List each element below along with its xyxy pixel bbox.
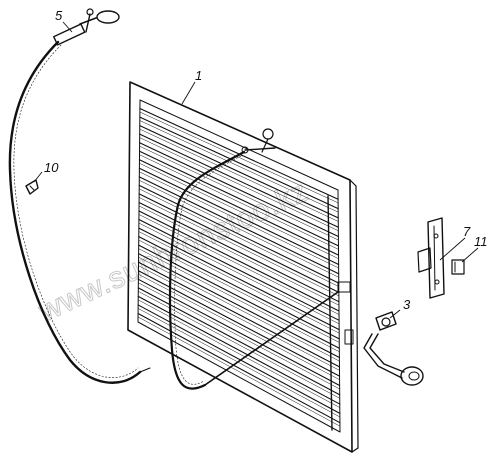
louver-slat-shadow xyxy=(139,120,339,213)
louver-slat-shadow xyxy=(138,197,340,297)
louver-slat xyxy=(137,304,341,414)
leader-3 xyxy=(389,309,401,319)
louver-slat xyxy=(139,116,339,210)
control-cable-with-handle xyxy=(8,8,339,390)
louver-slat-shadow xyxy=(139,180,339,278)
louver-slat xyxy=(138,253,340,359)
callout-11: 11 xyxy=(474,234,488,249)
shutter-right-edge xyxy=(355,185,359,449)
louver-slat xyxy=(138,184,340,284)
louver-slat xyxy=(138,210,340,312)
louver-slat xyxy=(138,244,340,349)
cable-sheath-left xyxy=(8,40,142,384)
louver-slat xyxy=(139,125,339,219)
louver-slat-shadow xyxy=(139,154,339,250)
cable-sheath-left-outline xyxy=(13,44,139,378)
shutter-lower-bracket xyxy=(344,329,354,345)
leader-10 xyxy=(33,171,43,183)
leader-1 xyxy=(181,81,196,105)
leader-7 xyxy=(439,237,466,261)
louver-slat xyxy=(137,287,341,396)
cable-bracket-plate xyxy=(417,217,445,299)
louver-shutter-assembly xyxy=(127,81,359,453)
louver-slat-shadow xyxy=(138,248,340,352)
cable-inner-wire xyxy=(139,367,151,373)
shutter-slats xyxy=(137,107,341,427)
louver-slat xyxy=(138,176,340,275)
louver-slat-shadow xyxy=(139,128,339,222)
shutter-side-bracket xyxy=(337,281,351,293)
louver-slat xyxy=(138,193,340,293)
louver-slat xyxy=(138,167,340,266)
louver-slat-shadow xyxy=(139,137,339,231)
louver-slat-shadow xyxy=(138,265,340,371)
callout-10: 10 xyxy=(44,160,59,175)
louver-slat-shadow xyxy=(138,282,340,390)
louver-slat xyxy=(137,278,341,387)
cable-clamp xyxy=(451,259,465,275)
louver-slat xyxy=(137,312,341,424)
louver-slat-shadow xyxy=(138,188,340,287)
louver-slat xyxy=(138,159,340,256)
cable-to-shutter-outline xyxy=(174,155,242,385)
callout-3: 3 xyxy=(403,297,411,312)
louver-slat-shadow xyxy=(139,171,339,269)
shutter-actuator-lever xyxy=(241,128,276,154)
louver-slat-shadow xyxy=(139,111,339,204)
louver-slat xyxy=(139,142,339,238)
louver-slat-shadow xyxy=(138,256,340,362)
leader-11 xyxy=(461,247,479,263)
callout-7: 7 xyxy=(463,224,471,239)
cable-to-shutter xyxy=(168,150,246,390)
cable-clip xyxy=(25,179,39,195)
cable-pull-handle xyxy=(53,8,120,46)
louver-slat-shadow xyxy=(137,299,341,408)
louver-slat-shadow xyxy=(138,205,340,306)
louver-slat-shadow xyxy=(137,308,341,418)
louver-slat xyxy=(138,150,340,247)
shutter-right-depth xyxy=(349,179,357,187)
louver-slat xyxy=(137,270,341,377)
louver-slat xyxy=(137,295,341,405)
shutter-bottom-edge xyxy=(351,447,359,453)
watermark-text: www.sunhronstoo.kz xyxy=(33,175,314,329)
mounting-bracket xyxy=(363,311,424,386)
shutter-inner-frame xyxy=(137,99,341,433)
callout-1: 1 xyxy=(195,68,202,83)
callout-5: 5 xyxy=(55,8,63,23)
louver-slat xyxy=(138,201,340,303)
leader-5 xyxy=(62,21,73,33)
louver-slat xyxy=(137,261,341,368)
louver-slat-shadow xyxy=(138,291,340,399)
louver-slat-shadow xyxy=(139,163,339,259)
shutter-linkage-rod xyxy=(327,195,333,431)
louver-slat-shadow xyxy=(139,145,339,241)
louver-slat-shadow xyxy=(138,274,340,380)
louver-slat-shadow xyxy=(138,214,340,315)
louver-slat xyxy=(139,133,339,228)
cable-diagonal-run xyxy=(204,291,339,386)
